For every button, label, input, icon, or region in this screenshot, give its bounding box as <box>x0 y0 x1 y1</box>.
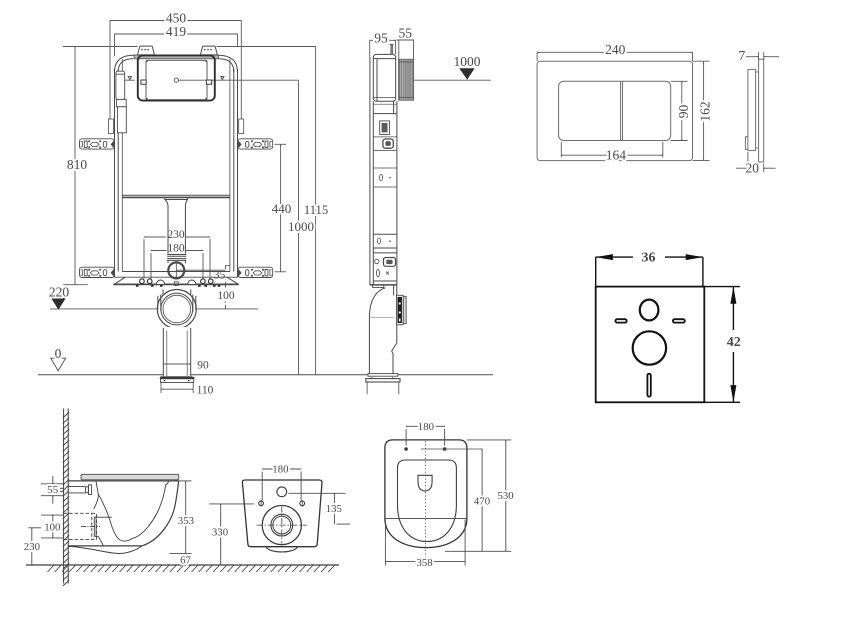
svg-text:230: 230 <box>24 541 40 553</box>
svg-text:358: 358 <box>416 557 432 569</box>
svg-text:220: 220 <box>49 285 70 300</box>
svg-text:180: 180 <box>167 243 185 255</box>
svg-text:0: 0 <box>55 346 62 361</box>
svg-text:164: 164 <box>606 148 627 163</box>
svg-text:353: 353 <box>178 515 194 527</box>
svg-text:470: 470 <box>474 496 490 508</box>
svg-text:67: 67 <box>180 554 191 566</box>
svg-text:330: 330 <box>212 526 228 538</box>
svg-text:440: 440 <box>272 201 292 216</box>
svg-text:110: 110 <box>197 385 214 397</box>
svg-text:100: 100 <box>217 290 235 302</box>
svg-text:36: 36 <box>642 251 656 266</box>
svg-text:95: 95 <box>374 30 388 45</box>
svg-text:100: 100 <box>44 522 60 534</box>
svg-text:55: 55 <box>399 26 413 41</box>
svg-text:240: 240 <box>605 42 626 57</box>
svg-text:180: 180 <box>272 464 288 476</box>
svg-text:20: 20 <box>746 161 760 176</box>
svg-text:135: 135 <box>326 503 342 515</box>
svg-text:42: 42 <box>727 335 741 350</box>
svg-text:180: 180 <box>418 421 434 433</box>
svg-text:55: 55 <box>47 484 58 496</box>
svg-text:90: 90 <box>676 105 691 119</box>
svg-text:530: 530 <box>497 490 513 502</box>
svg-text:419: 419 <box>166 24 187 39</box>
svg-text:450: 450 <box>166 11 187 26</box>
svg-text:162: 162 <box>698 101 713 121</box>
svg-text:810: 810 <box>67 157 88 172</box>
svg-text:90: 90 <box>197 360 209 372</box>
svg-text:1000: 1000 <box>288 219 314 234</box>
svg-text:1115: 1115 <box>304 203 328 217</box>
svg-text:230: 230 <box>167 229 185 241</box>
svg-text:1000: 1000 <box>454 54 481 69</box>
svg-text:7: 7 <box>739 48 746 63</box>
